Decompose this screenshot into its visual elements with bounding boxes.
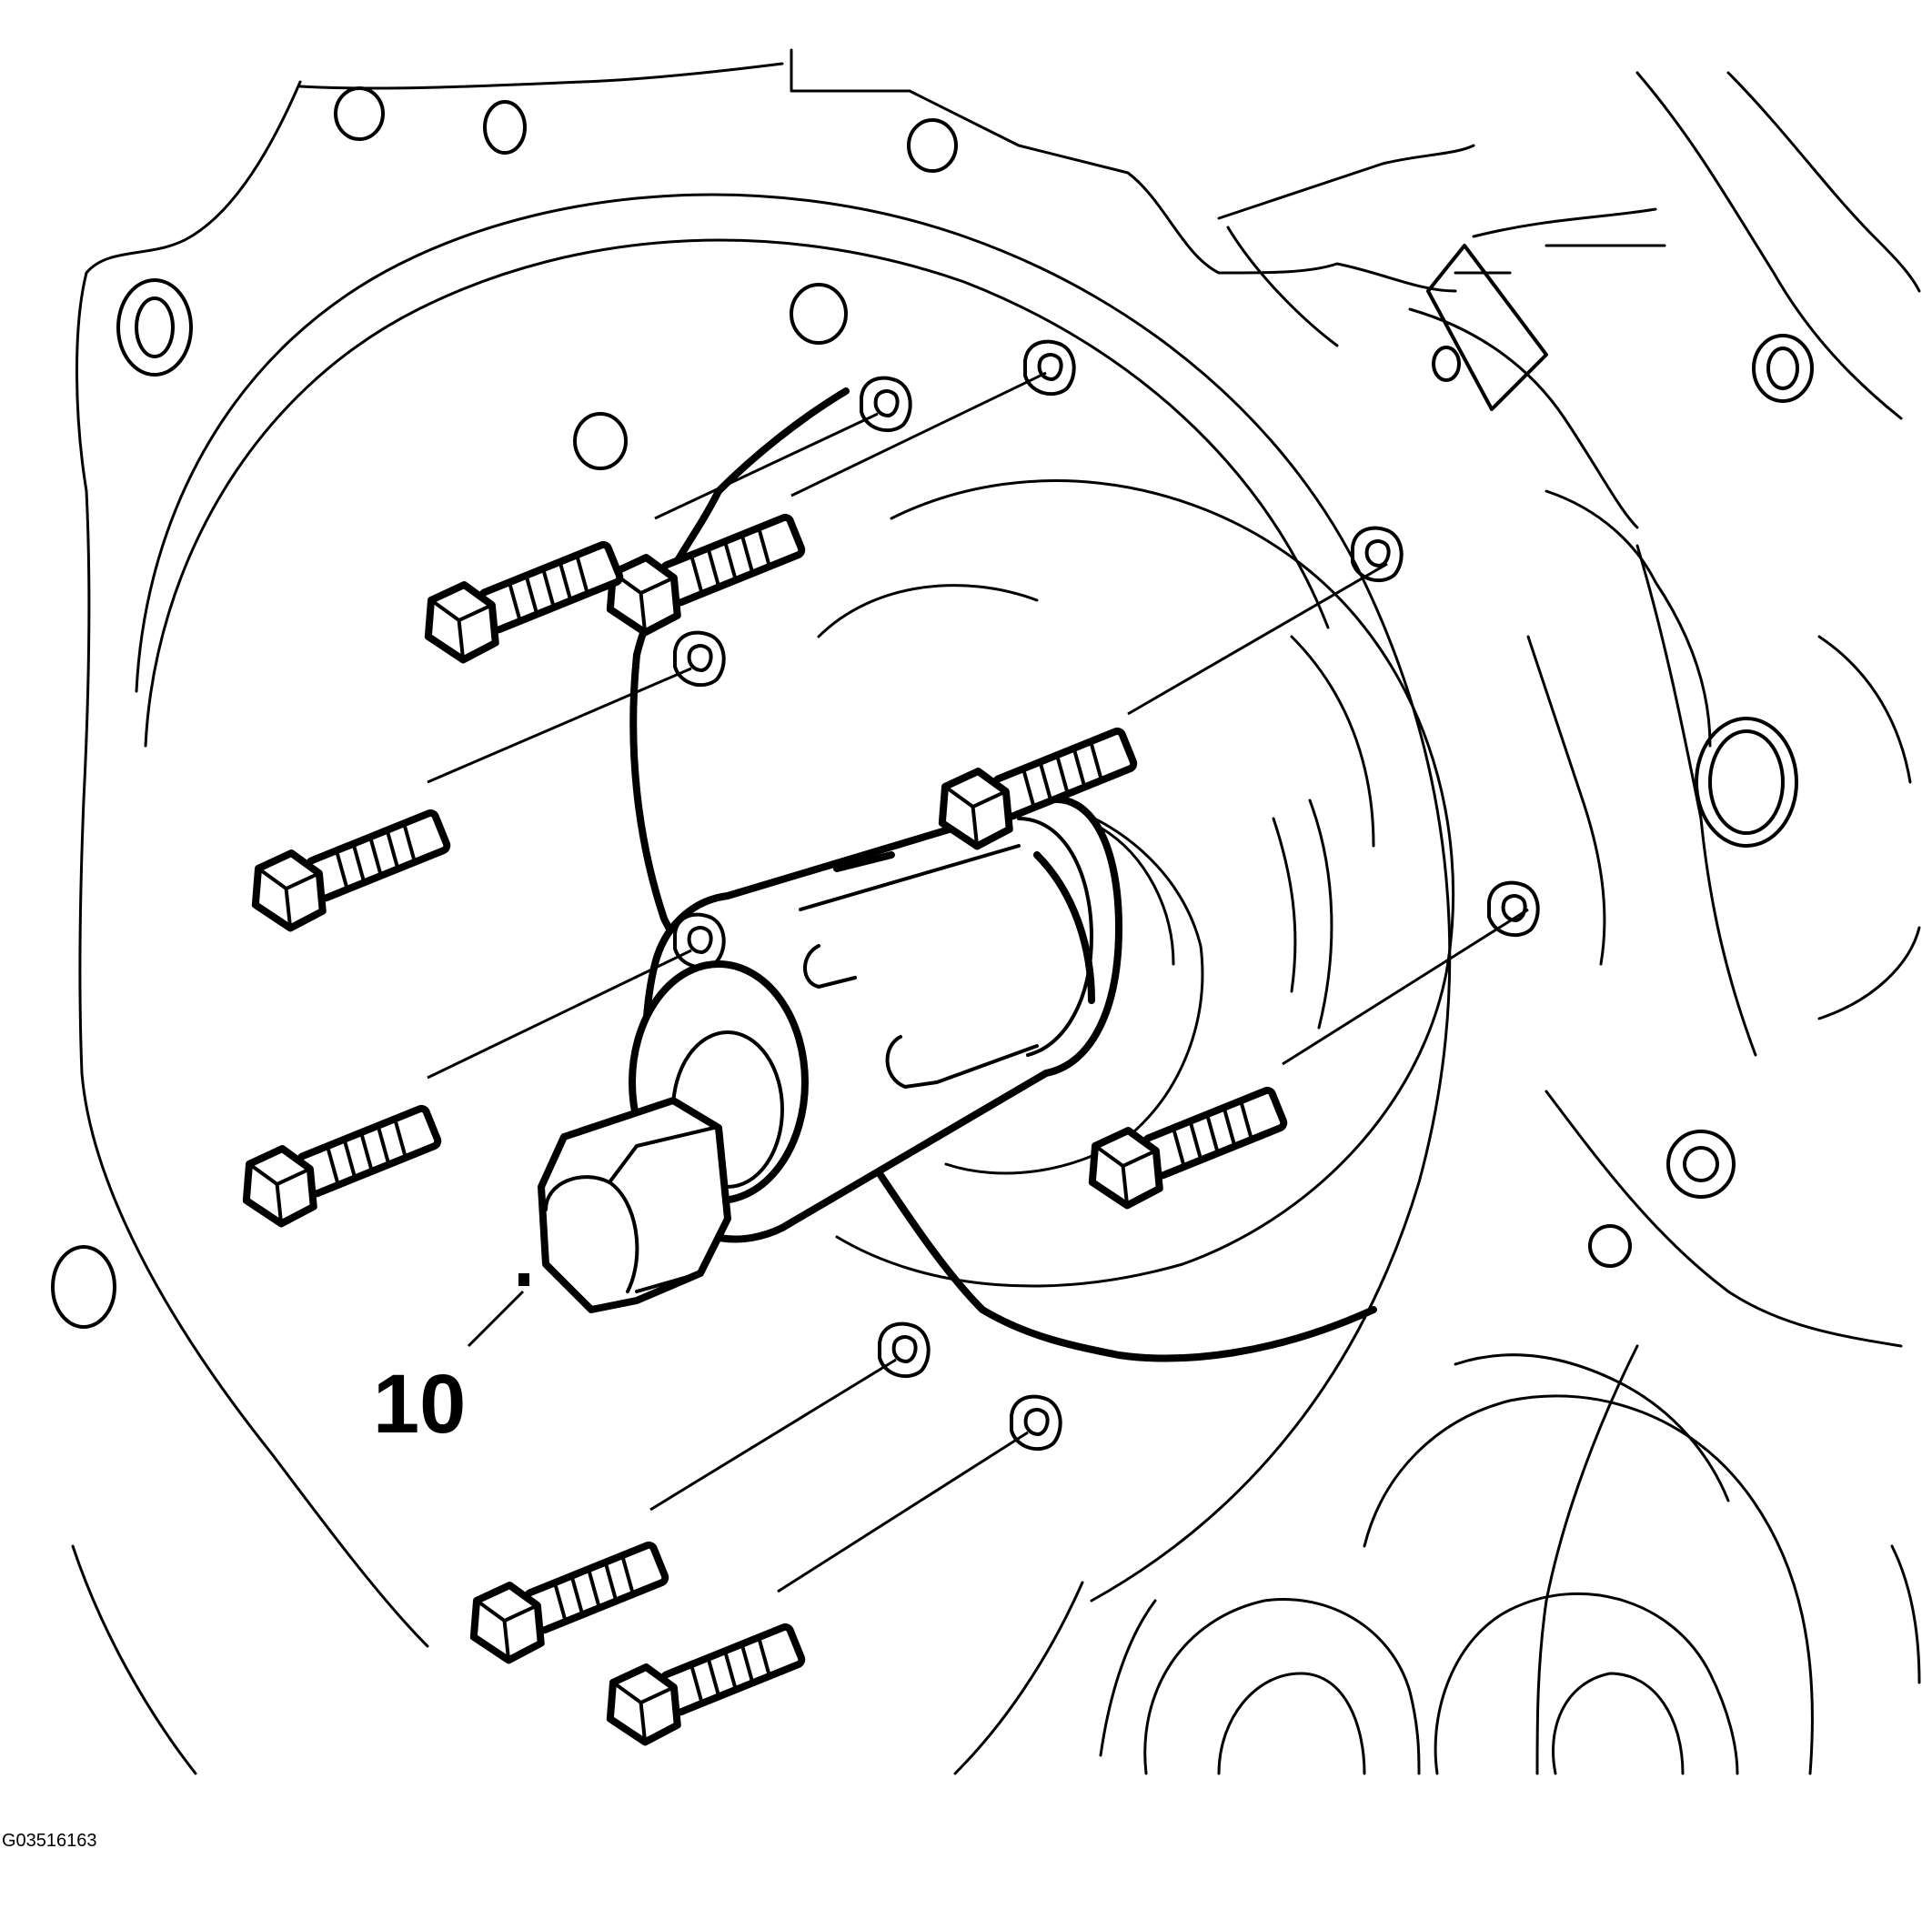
housing-bosses <box>51 86 1814 1329</box>
callout-label: 10 <box>373 1358 466 1451</box>
figure-id: G03516163 <box>2 1831 97 1851</box>
callout-marker <box>518 1273 529 1286</box>
housing-outline <box>71 48 1921 1775</box>
hex-bolt-icon <box>243 798 454 937</box>
leader-lines <box>427 371 1529 1593</box>
special-tool <box>538 795 1122 1313</box>
inner-cover <box>817 479 1455 1288</box>
hex-bolt-icon <box>1080 1075 1291 1214</box>
hex-bolt-icon <box>461 1530 672 1669</box>
hex-bolt-icon <box>234 1093 445 1232</box>
hex-bolt-icon <box>598 1612 809 1751</box>
bell-housing-ring <box>135 193 1452 1603</box>
hex-bolt-icon <box>416 529 627 668</box>
